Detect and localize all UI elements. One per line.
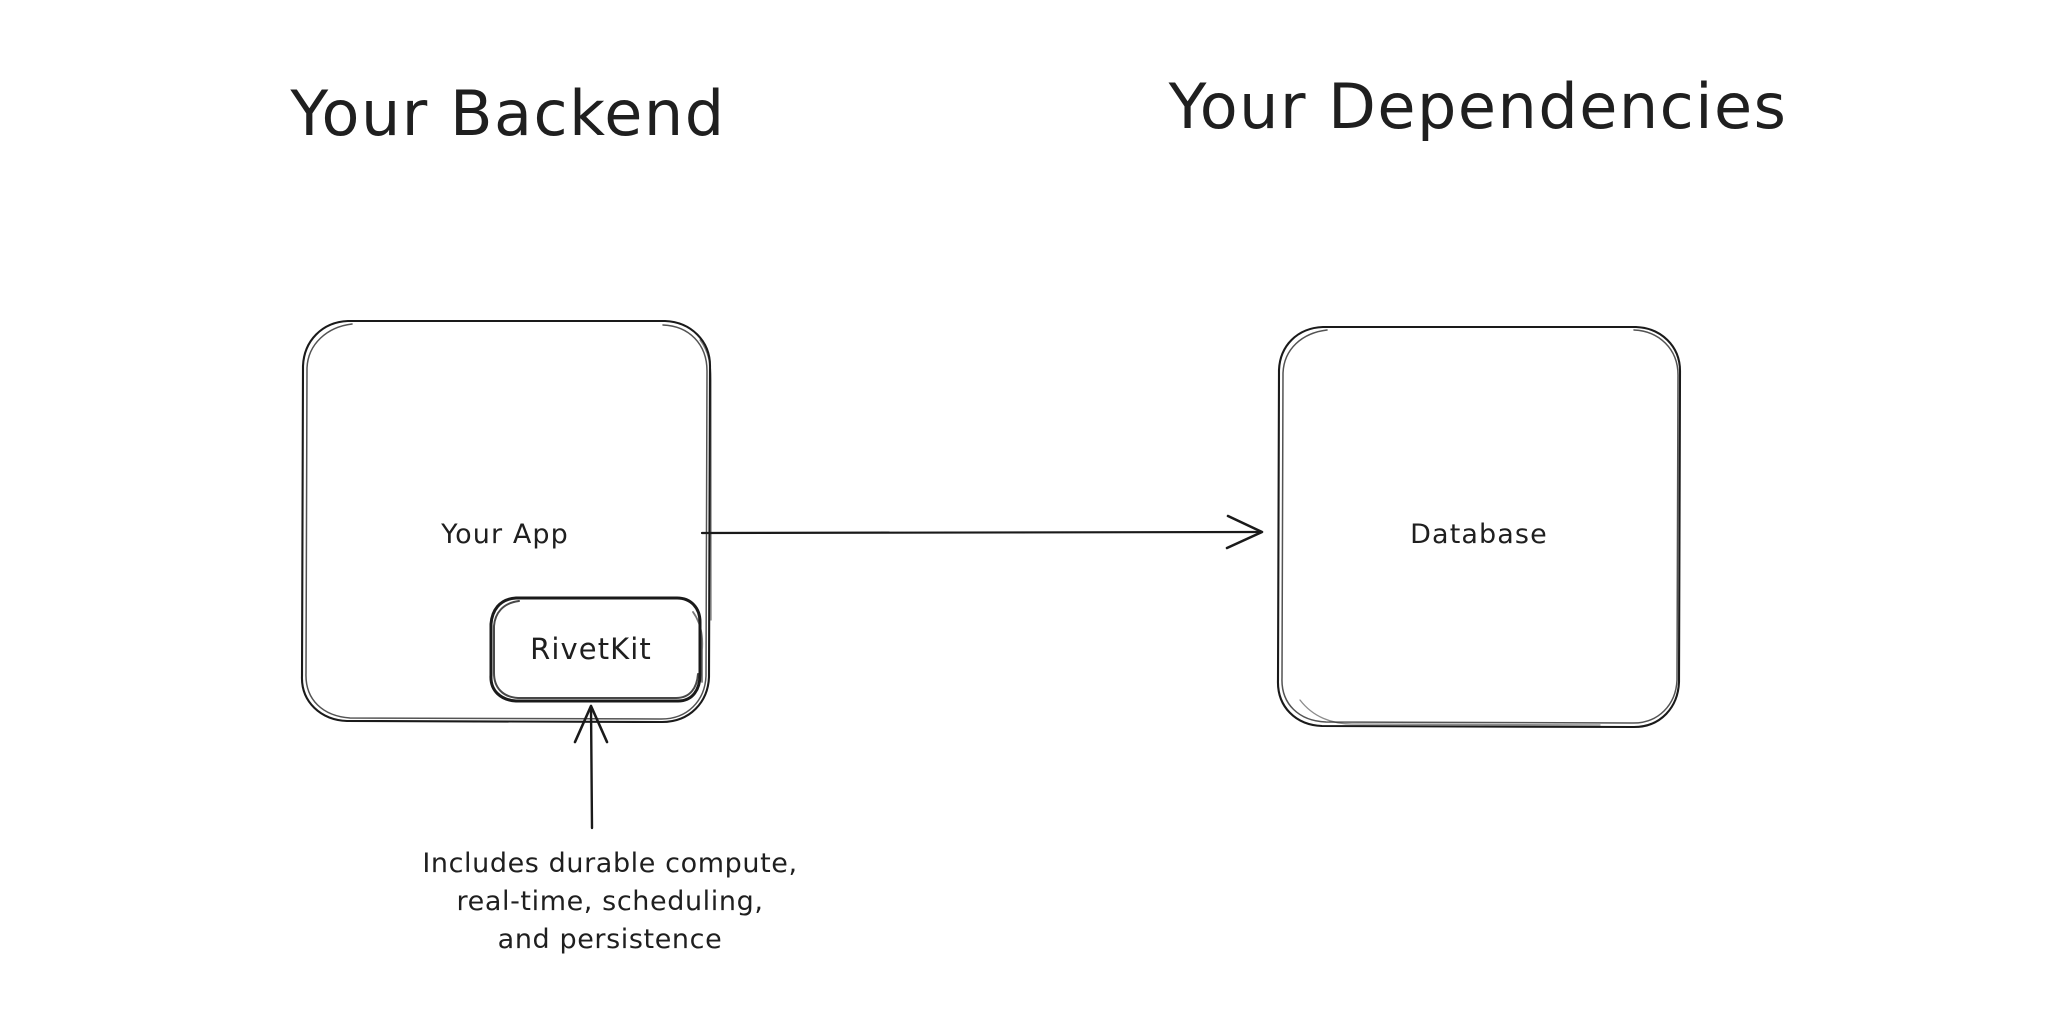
node-label-your-app: Your App: [440, 519, 569, 550]
group-title-dependencies: Your Dependencies: [1168, 70, 1788, 143]
node-database[interactable]: [1276, 325, 1682, 729]
node-rivetkit[interactable]: [489, 596, 704, 703]
edge-app-to-database[interactable]: [700, 514, 1264, 550]
node-label-rivetkit: RivetKit: [530, 632, 652, 666]
node-your-app[interactable]: [300, 319, 712, 724]
node-label-database: Database: [1410, 519, 1548, 550]
annotation-line-1: Includes durable compute,: [422, 848, 797, 879]
edge-annotation-to-rivetkit[interactable]: [573, 704, 609, 830]
annotation-rivetkit-note: Includes durable compute, real-time, sch…: [422, 848, 797, 955]
annotation-line-2: real-time, scheduling,: [457, 886, 764, 917]
annotation-line-3: and persistence: [498, 924, 723, 955]
group-title-backend: Your Backend: [289, 77, 725, 150]
